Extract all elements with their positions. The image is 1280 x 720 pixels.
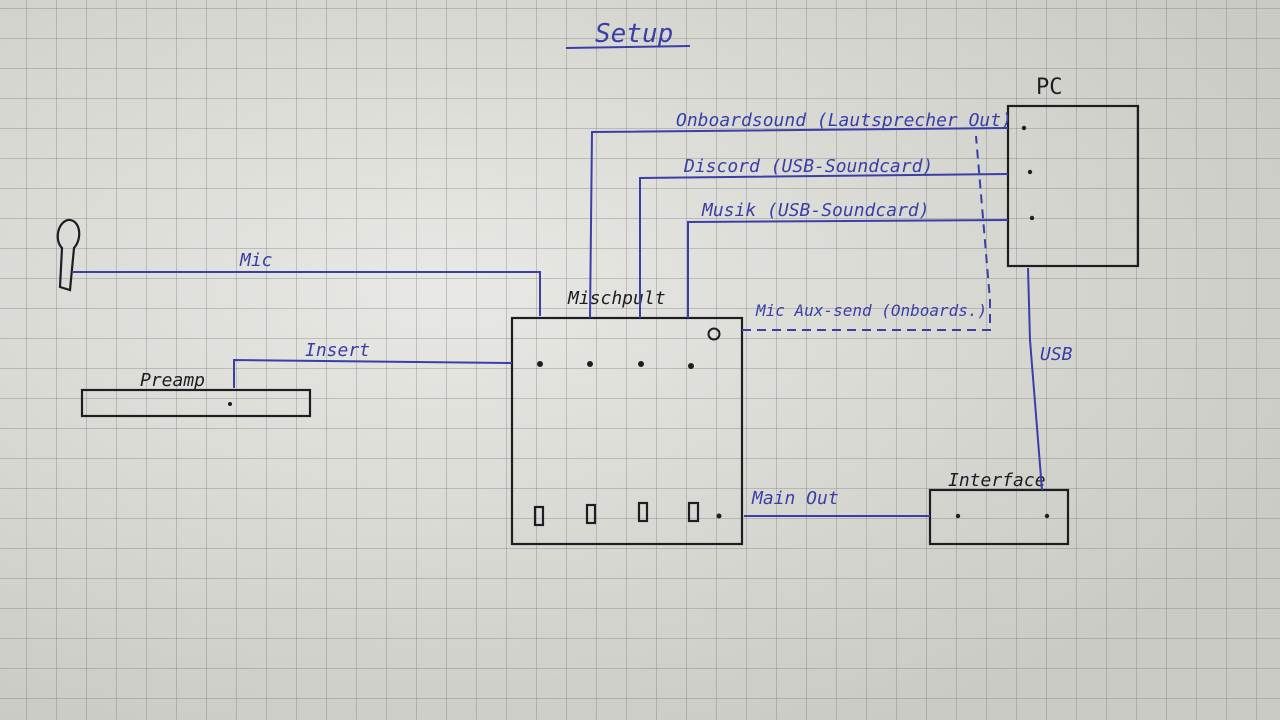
musik-cable: [687, 219, 1009, 318]
mixer-input-4: [688, 363, 694, 369]
onboard-cable-label: Onboardsound (Lautsprecher Out): [676, 110, 1012, 131]
mixer-input-1: [537, 361, 543, 367]
onboard-cable: [589, 127, 1009, 319]
mixer-fader-4: [687, 501, 700, 523]
mixer-label: Mischpult: [567, 288, 666, 309]
preamp-box: [80, 388, 312, 418]
title-underline: [565, 45, 691, 49]
mixer-main-out-port: [716, 513, 722, 519]
aux-send-label: Mic Aux-send (Onboards.): [755, 301, 987, 320]
mixer-fader-3: [637, 501, 649, 523]
main-out-label: Main Out: [751, 488, 839, 509]
interface-port-in: [955, 513, 961, 519]
discord-cable-label: Discord (USB-Soundcard): [683, 156, 933, 177]
mixer-input-3: [638, 361, 644, 367]
mixer-aux-knob: [707, 327, 721, 341]
mic-cable: [72, 271, 541, 316]
mic-cable-label: Mic: [239, 250, 273, 271]
pc-port-2: [1027, 169, 1033, 175]
pc-port-3: [1029, 215, 1035, 221]
pc-box: [1006, 104, 1140, 268]
preamp-port: [228, 402, 232, 406]
preamp-label: Preamp: [140, 370, 205, 391]
mixer-input-2: [587, 361, 593, 367]
musik-cable-label: Musik (USB-Soundcard): [701, 200, 930, 221]
mixer-fader-1: [533, 505, 545, 527]
discord-cable: [639, 173, 1009, 318]
mixer-fader-2: [585, 503, 597, 525]
usb-cable: [1027, 267, 1043, 491]
diagram-title: Setup: [595, 19, 673, 49]
microphone-icon: [56, 218, 81, 292]
interface-port-usb: [1044, 513, 1050, 519]
pc-port-1: [1021, 125, 1027, 131]
usb-cable-label: USB: [1040, 344, 1073, 365]
insert-cable: [233, 358, 513, 388]
insert-cable-label: Insert: [305, 340, 370, 361]
pc-label: PC: [1036, 75, 1063, 100]
interface-label: Interface: [948, 470, 1046, 491]
mixer-box: [510, 316, 744, 546]
aux-send-cable: [742, 135, 991, 331]
